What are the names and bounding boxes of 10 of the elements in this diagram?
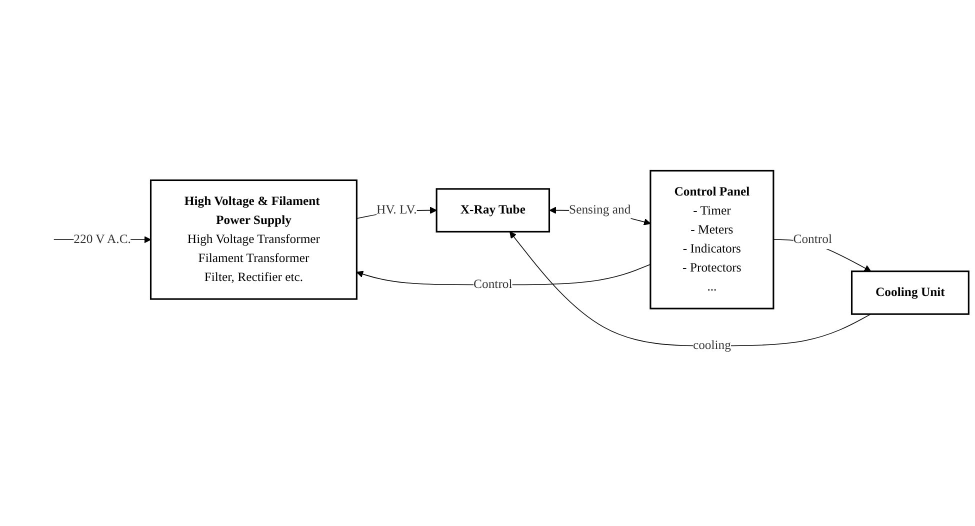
edge-label: 220 V A.C. (74, 232, 131, 246)
node-box: X-Ray Tube (436, 188, 550, 232)
edge-label: Control (474, 278, 512, 292)
node-box: High Voltage & Filament Power Supply High Voltage Transformer Filament Transformer Filter, Rectifier etc. (150, 179, 358, 300)
edge-label: Control (793, 232, 832, 246)
edge-label: Sensing and (569, 203, 631, 217)
edge-label: cooling (692, 338, 731, 352)
node-box: Control Panel - Timer - Meters - Indicators - Protectors ... (650, 170, 774, 310)
edge-label: HV. LV. (376, 203, 417, 217)
node-box: Cooling Unit (850, 270, 970, 315)
